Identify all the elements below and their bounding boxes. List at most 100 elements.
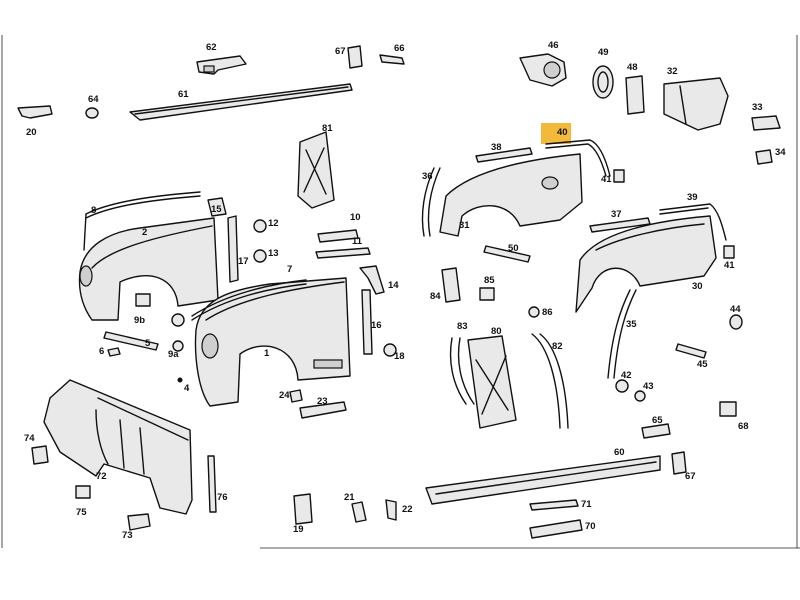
part-65-clip bbox=[641, 423, 671, 439]
part-48-bracket bbox=[625, 75, 645, 115]
callout-67-lower: 67 bbox=[685, 471, 696, 482]
part-40-molding bbox=[545, 139, 611, 177]
callout-18: 18 bbox=[394, 351, 405, 362]
part-76-strip bbox=[207, 455, 217, 513]
highlight-part-40 bbox=[541, 123, 571, 144]
callout-33: 33 bbox=[752, 102, 763, 113]
part-11-strip bbox=[315, 247, 371, 259]
callout-6: 6 bbox=[99, 346, 105, 357]
part-72-front-panel bbox=[43, 379, 193, 515]
callout-40: 40 bbox=[557, 127, 568, 138]
part-20-bracket bbox=[17, 105, 53, 119]
callout-45: 45 bbox=[697, 359, 708, 370]
part-44-grommet bbox=[729, 314, 743, 330]
callout-36: 36 bbox=[422, 171, 433, 182]
callout-20: 20 bbox=[26, 127, 37, 138]
callout-64: 64 bbox=[88, 94, 99, 105]
callout-75: 75 bbox=[76, 507, 87, 518]
part-12-grommet bbox=[253, 219, 267, 233]
callout-22: 22 bbox=[402, 504, 413, 515]
callout-66: 66 bbox=[394, 43, 405, 54]
part-71-strip bbox=[529, 499, 579, 511]
callout-8: 8 bbox=[91, 205, 97, 216]
callout-84: 84 bbox=[430, 291, 441, 302]
callout-68: 68 bbox=[738, 421, 749, 432]
callout-9b: 9b bbox=[134, 315, 146, 326]
callout-70: 70 bbox=[585, 521, 596, 532]
part-73-block bbox=[127, 513, 151, 531]
part-82-seal bbox=[531, 333, 569, 429]
part-37-strip bbox=[589, 217, 651, 233]
part-33-bumper bbox=[751, 115, 781, 131]
callout-14: 14 bbox=[388, 280, 399, 291]
part-7-molding bbox=[191, 279, 307, 321]
part-21-bracket bbox=[351, 501, 367, 523]
callout-85: 85 bbox=[484, 275, 495, 286]
callout-48: 48 bbox=[627, 62, 638, 73]
callout-23: 23 bbox=[317, 396, 328, 407]
part-8-molding bbox=[83, 191, 201, 251]
callout-21: 21 bbox=[344, 492, 355, 503]
callout-10: 10 bbox=[350, 212, 361, 223]
callout-81: 81 bbox=[322, 123, 333, 134]
part-85-block bbox=[479, 287, 495, 301]
part-42-grommet bbox=[615, 379, 629, 393]
part-43-grommet bbox=[634, 390, 646, 402]
callout-1: 1 bbox=[264, 348, 270, 359]
part-38-strip bbox=[475, 147, 533, 163]
callout-12: 12 bbox=[268, 218, 279, 229]
callout-31: 31 bbox=[459, 220, 470, 231]
part-70-strip bbox=[529, 519, 583, 539]
callout-32: 32 bbox=[667, 66, 678, 77]
callout-4: 4 bbox=[184, 383, 190, 394]
callout-44: 44 bbox=[730, 304, 741, 315]
part-49-seal bbox=[592, 65, 614, 99]
callout-11: 11 bbox=[352, 236, 363, 247]
callout-17: 17 bbox=[238, 256, 249, 267]
part-39-strip bbox=[659, 203, 727, 241]
callout-71: 71 bbox=[581, 499, 592, 510]
callout-49: 49 bbox=[598, 47, 609, 58]
callout-24: 24 bbox=[279, 390, 290, 401]
callout-5: 5 bbox=[145, 338, 151, 349]
part-45-strip bbox=[675, 343, 707, 359]
part-13-grommet bbox=[253, 249, 267, 263]
part-24-clip bbox=[289, 389, 303, 403]
part-9-grommet bbox=[171, 313, 185, 352]
part-34-bumper bbox=[755, 149, 773, 165]
part-83-seal bbox=[449, 337, 475, 405]
part-81-panel bbox=[297, 131, 335, 209]
part-2-front-fender-left bbox=[78, 217, 219, 321]
callout-38: 38 bbox=[491, 142, 502, 153]
callout-73: 73 bbox=[122, 530, 133, 541]
callout-65: 65 bbox=[652, 415, 663, 426]
callout-13: 13 bbox=[268, 248, 279, 259]
callout-16: 16 bbox=[371, 320, 382, 331]
part-4-clip bbox=[177, 377, 183, 383]
part-1-front-fender-right bbox=[194, 277, 351, 407]
callout-83: 83 bbox=[457, 321, 468, 332]
callout-2: 2 bbox=[142, 227, 148, 238]
frame-lines bbox=[1, 35, 800, 549]
part-19-bracket bbox=[293, 493, 313, 525]
part-35-strip bbox=[607, 289, 637, 379]
callout-82: 82 bbox=[552, 341, 563, 352]
callout-74: 74 bbox=[24, 433, 35, 444]
part-84-bracket bbox=[441, 267, 461, 303]
part-64-grommet bbox=[85, 107, 99, 119]
callout-46: 46 bbox=[548, 40, 559, 51]
callout-80: 80 bbox=[491, 326, 502, 337]
part-86-grommet bbox=[528, 306, 540, 318]
part-22-bracket bbox=[385, 499, 397, 521]
callout-76: 76 bbox=[217, 492, 228, 503]
part-74-block bbox=[31, 445, 49, 465]
part-50-strip bbox=[483, 245, 531, 263]
part-30-rear-fender-right bbox=[575, 215, 717, 313]
callout-86: 86 bbox=[542, 307, 553, 318]
callout-67: 67 bbox=[335, 46, 346, 57]
part-67-plate bbox=[347, 45, 363, 69]
part-80-panel bbox=[467, 335, 517, 429]
part-41-grommet-upper bbox=[613, 169, 625, 183]
part-61-roof-rail bbox=[129, 83, 353, 121]
